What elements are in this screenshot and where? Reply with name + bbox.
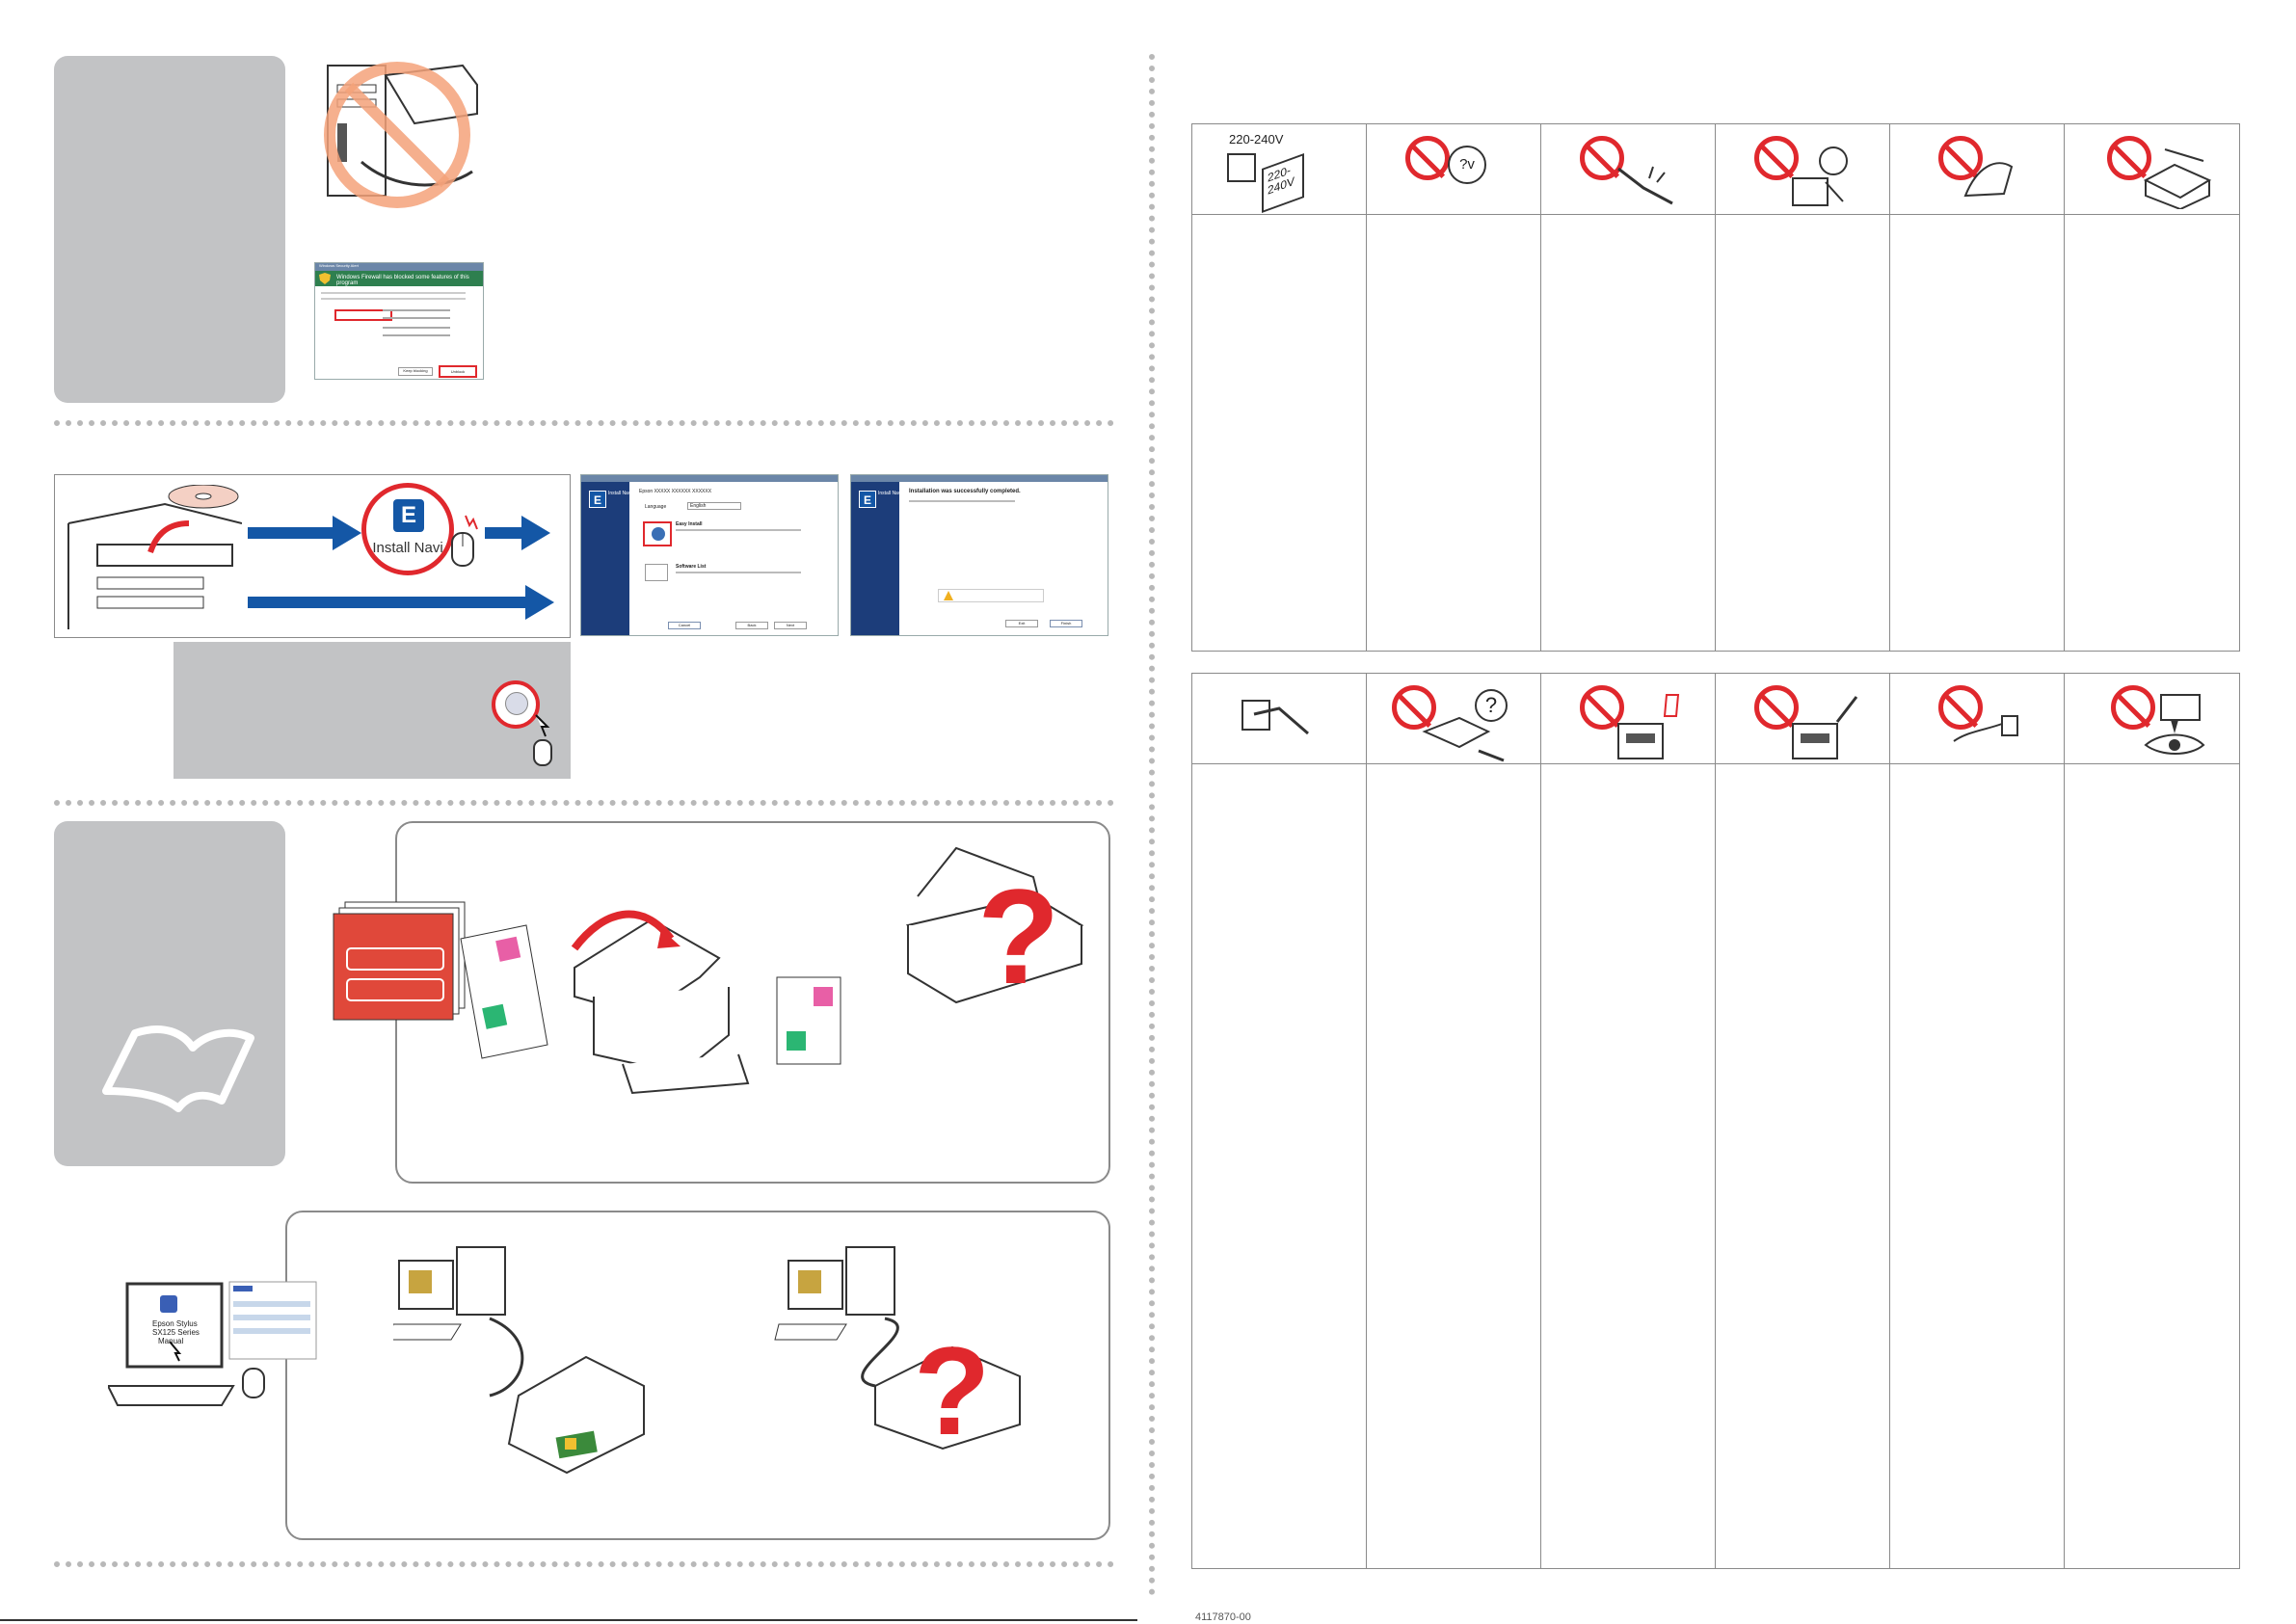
success-headline: Installation was successfully completed. bbox=[909, 489, 1021, 494]
footer-rule bbox=[0, 1619, 1137, 1621]
exit-button[interactable]: Exit bbox=[1005, 620, 1038, 627]
easy-install-button[interactable] bbox=[643, 521, 672, 546]
safety-grid-top: 220-240V 220-240V ?v bbox=[1191, 123, 2240, 652]
svg-text:?: ? bbox=[977, 861, 1060, 1012]
divider bbox=[54, 420, 1114, 426]
no-eye-contact-icon bbox=[2065, 674, 2239, 764]
side-title: Install Navi bbox=[878, 491, 902, 496]
no-disassemble-icon bbox=[1716, 674, 1889, 764]
svg-text:?: ? bbox=[914, 1320, 990, 1453]
mouse-icon bbox=[533, 714, 552, 766]
back-button[interactable]: Back bbox=[735, 622, 768, 629]
no-wet-hands-icon bbox=[1890, 124, 2064, 215]
page-code: 4117870-00 bbox=[1195, 1611, 1251, 1623]
publisher-highlight bbox=[334, 309, 392, 321]
next-button[interactable]: Next bbox=[774, 622, 807, 629]
model-label: Epson XXXXX XXXXXX XXXXXX bbox=[639, 489, 712, 494]
no-damaged-cord-icon bbox=[1541, 124, 1715, 215]
safety-grid-bottom: ? bbox=[1191, 673, 2240, 1569]
no-liquid-icon bbox=[1541, 674, 1715, 764]
arrow-to-install-navi bbox=[248, 527, 334, 539]
firewall-dialog-titlebar: Windows Security Alert bbox=[315, 263, 483, 271]
no-unknown-power-icon: ? bbox=[1367, 674, 1540, 764]
no-hands-inside-icon bbox=[1890, 674, 2064, 764]
firewall-dialog: Windows Security Alert Windows Firewall … bbox=[314, 262, 484, 380]
arrow-long bbox=[248, 597, 527, 608]
install-navi-badge[interactable]: E Install Navi bbox=[361, 483, 454, 575]
manual-label-line: Manual bbox=[158, 1337, 183, 1345]
install-step-panel: E Install Navi bbox=[54, 474, 571, 638]
warning-icon bbox=[944, 591, 953, 600]
no-cable-illustration bbox=[324, 62, 478, 208]
copy-document-illustration bbox=[460, 910, 841, 1095]
installer-window-2: E Install Navi Installation was successf… bbox=[850, 474, 1108, 636]
voltage-label: 220-240V bbox=[1229, 132, 1284, 146]
mouse-click-icon bbox=[451, 515, 478, 567]
finish-button[interactable]: Finish bbox=[1050, 620, 1082, 627]
install-navi-e-icon: E bbox=[589, 491, 606, 508]
center-divider bbox=[1149, 54, 1155, 1596]
software-list-button[interactable] bbox=[645, 564, 668, 581]
section-tab-manual bbox=[54, 821, 285, 1166]
cd-setup-icon[interactable] bbox=[492, 680, 540, 729]
voltage-question: ?v bbox=[1448, 146, 1486, 184]
cd-insert-illustration bbox=[67, 485, 242, 629]
user-guide-panel: Epson Stylus SX125 Series Manual ? bbox=[108, 1211, 1110, 1540]
side-title: Install Navi bbox=[608, 491, 632, 496]
manual-label-line: Epson Stylus bbox=[152, 1319, 198, 1328]
installer-window-1: E Install Navi Epson XXXXX XXXXXX XXXXXX… bbox=[580, 474, 839, 636]
install-navi-e-icon: E bbox=[859, 491, 876, 508]
basic-guide-panel: ? bbox=[333, 821, 1110, 1184]
no-other-voltage-icon: ?v bbox=[1367, 124, 1540, 215]
divider bbox=[54, 800, 1114, 806]
open-book-icon bbox=[102, 1025, 254, 1112]
unblock-button[interactable]: Unblock bbox=[439, 365, 477, 378]
keep-blocking-button[interactable]: Keep blocking bbox=[398, 367, 433, 376]
booklets-illustration bbox=[333, 901, 466, 1021]
no-cover-open-icon bbox=[2065, 124, 2239, 215]
firewall-dialog-headline: Windows Firewall has blocked some featur… bbox=[315, 271, 483, 286]
section-tab-firewall bbox=[54, 56, 285, 403]
computer-manual-illustration: Epson Stylus SX125 Series Manual bbox=[108, 1281, 317, 1406]
autoplay-note-panel bbox=[174, 642, 571, 779]
printer-question-illustration: ? bbox=[905, 846, 1084, 1012]
computer-printer-illustration bbox=[393, 1246, 645, 1475]
unplug-icon bbox=[1192, 674, 1366, 764]
language-label: Language bbox=[645, 504, 667, 510]
cancel-button[interactable]: Cancel bbox=[668, 622, 701, 629]
language-select[interactable]: English bbox=[687, 502, 741, 510]
install-navi-label: Install Navi bbox=[372, 540, 443, 556]
install-navi-e-icon: E bbox=[393, 499, 424, 532]
computer-printer-question-illustration: ? bbox=[774, 1246, 1021, 1453]
divider bbox=[54, 1561, 1114, 1567]
software-list-label: Software List bbox=[676, 564, 707, 570]
shield-icon bbox=[319, 273, 331, 284]
manual-label-line: SX125 Series bbox=[152, 1328, 200, 1337]
no-children-icon bbox=[1716, 124, 1889, 215]
voltage-rating-icon: 220-240V 220-240V bbox=[1192, 124, 1366, 215]
easy-install-label: Easy Install bbox=[676, 521, 703, 527]
